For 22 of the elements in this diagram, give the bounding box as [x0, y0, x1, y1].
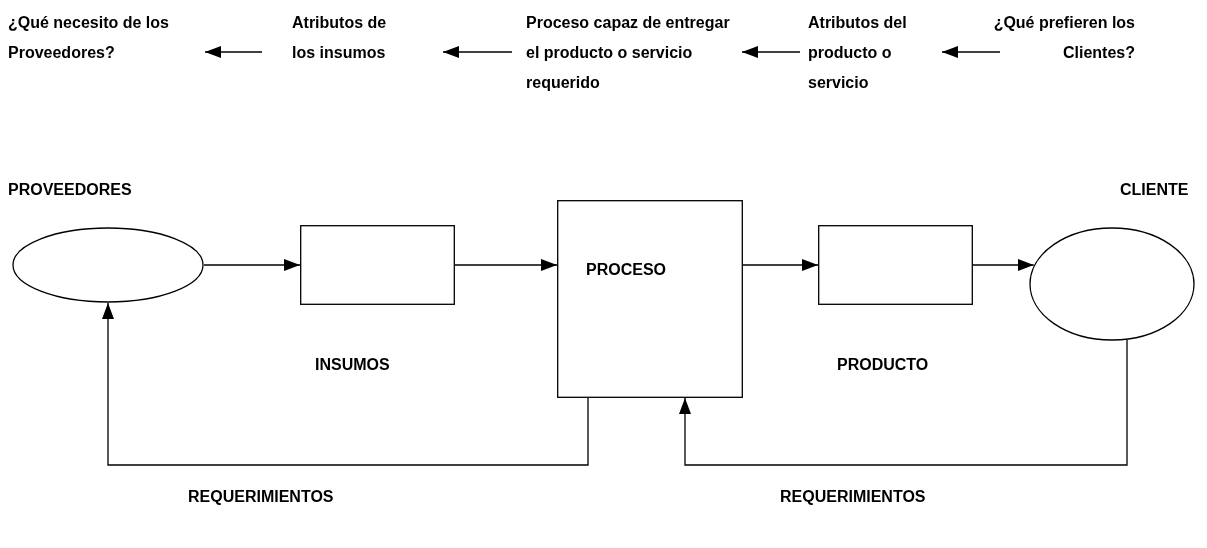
arrow [972, 259, 1035, 271]
node-label: PROVEEDORES [8, 180, 132, 200]
node-text: ¿Qué prefieren los Clientes? [992, 13, 1135, 63]
edge-label: REQUERIMIENTOS [188, 488, 334, 506]
node-text: Atributos de los insumos [292, 13, 388, 63]
node-label: PRODUCTO [837, 355, 929, 375]
arrow [204, 46, 263, 58]
arrow [454, 259, 558, 271]
arrow [679, 339, 1128, 466]
node-text: ¿Qué necesito de los Proveedores? [8, 13, 170, 63]
node-label: PROCESO [586, 260, 666, 280]
node-text: Atributos del producto o servicio [808, 13, 908, 93]
arrow [741, 46, 801, 58]
node-text: Proceso capaz de entregar el producto o servicio requerido [526, 13, 731, 93]
arrow [102, 302, 589, 466]
arrow [742, 259, 819, 271]
node-label: INSUMOS [315, 355, 390, 375]
arrow [941, 46, 1001, 58]
edge-label: REQUERIMIENTOS [780, 488, 926, 506]
arrow [203, 259, 301, 271]
arrow [442, 46, 513, 58]
node-label: CLIENTE [1120, 180, 1189, 200]
